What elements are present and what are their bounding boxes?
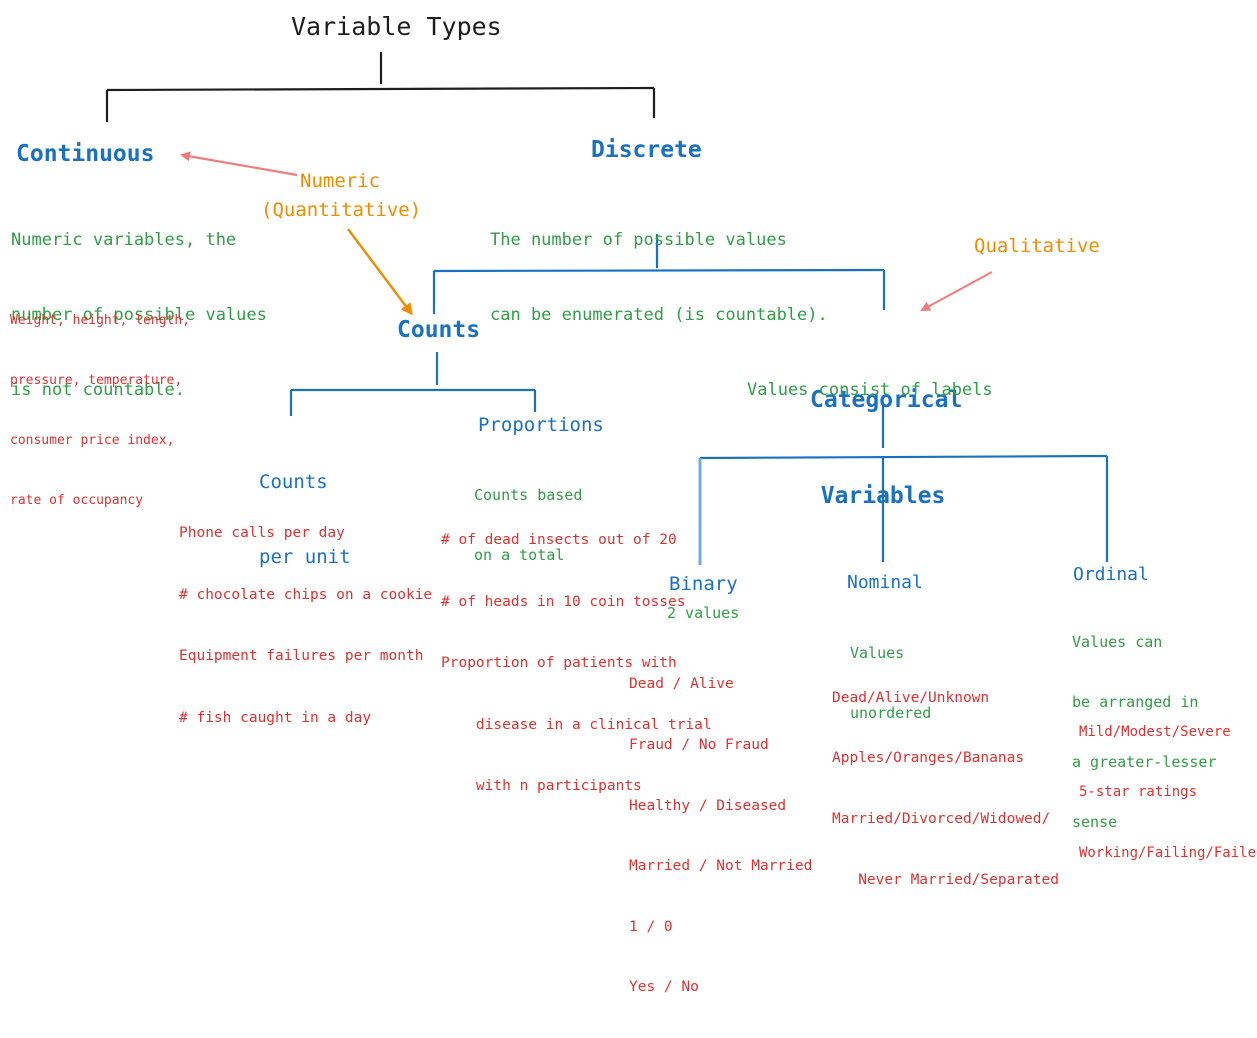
example-item: disease in a clinical trial — [441, 716, 712, 733]
example-item: Yes / No — [629, 979, 699, 996]
nominal-examples: Dead/Alive/Unknown Apples/Oranges/Banana… — [832, 647, 1059, 931]
example-item: Proportion of patients with — [441, 655, 677, 671]
ordinal-description-line: be arranged in — [1072, 693, 1199, 711]
proportions-description: Counts based on a total — [474, 445, 582, 605]
example-item: # of dead insects out of 20 — [441, 532, 677, 548]
counts-heading: Counts — [397, 317, 481, 343]
example-item: 5-star ratings — [1079, 784, 1198, 801]
continuous-heading: Continuous — [16, 141, 155, 167]
diagram-title: Variable Types — [291, 12, 502, 41]
categorical-heading-line: Categorical — [810, 387, 963, 413]
root-branch-lines — [105, 52, 656, 122]
binary-examples: Dead / Alive Fraud / No Fraud Healthy / … — [629, 634, 812, 1038]
qualitative-label: Qualitative — [974, 235, 1100, 257]
example-item: Healthy / Diseased — [629, 797, 787, 814]
example-item: Phone calls per day — [179, 525, 345, 541]
variable-types-diagram: Variable Types Continuous Numeric variab… — [10, 12, 1257, 995]
example-item: Married / Not Married — [629, 858, 813, 875]
categorical-heading: Categorical Variables — [810, 320, 963, 576]
example-item: # chocolate chips on a cookie — [179, 586, 433, 603]
example-item: Equipment failures per month — [179, 648, 424, 664]
connector-lines — [105, 52, 1109, 565]
discrete-heading: Discrete — [591, 137, 702, 163]
example-item: Apples/Oranges/Bananas — [832, 750, 1025, 767]
example-item: # fish caught in a day — [179, 709, 372, 726]
example-item: consumer price index, — [10, 433, 175, 448]
example-item: pressure, temperature, — [10, 373, 183, 388]
example-item: Married/Divorced/Widowed/ — [832, 811, 1051, 828]
example-item: Fraud / No Fraud — [629, 737, 769, 754]
discrete-description: The number of possible values can be enu… — [490, 178, 828, 378]
example-item: rate of occupancy — [10, 493, 144, 508]
continuous-description-line: is not countable. — [11, 380, 185, 400]
discrete-branch-lines — [289, 234, 1109, 562]
example-item: Dead/Alive/Unknown — [832, 689, 990, 706]
nominal-description: Values unordered — [850, 603, 931, 763]
nominal-heading: Nominal — [847, 572, 923, 593]
nominal-description-line: Values — [850, 644, 905, 662]
quantitative-label: (Quantitative) — [261, 199, 422, 221]
ordinal-heading: Ordinal — [1073, 564, 1149, 585]
nominal-description-line: unordered — [850, 704, 932, 722]
proportions-heading: Proportions — [478, 414, 604, 436]
discrete-description-line: The number of possible values — [490, 230, 787, 250]
counts-per-unit-heading-line: per unit — [259, 546, 351, 568]
binary-heading: Binary — [669, 573, 738, 595]
example-item: Working/Failing/Failed — [1079, 845, 1257, 862]
numeric-to-continuous-arrow — [180, 151, 298, 177]
example-item: # of heads in 10 coin tosses — [441, 593, 686, 610]
qualitative-to-categorical-arrow — [920, 271, 993, 311]
counts-per-unit-heading: Counts per unit — [259, 420, 351, 620]
example-item: 1 / 0 — [629, 918, 673, 935]
example-item: Dead / Alive — [629, 676, 734, 693]
binary-description: 2 values — [667, 604, 740, 622]
continuous-description-line: Numeric variables, the — [11, 230, 237, 250]
categorical-heading-line: Variables — [820, 483, 946, 509]
continuous-description-line: number of possible values — [11, 305, 267, 325]
proportions-description-line: on a total — [474, 546, 565, 564]
proportions-description-line: Counts based — [474, 486, 583, 504]
discrete-description-line: can be enumerated (is countable). — [490, 305, 828, 325]
counts-per-unit-examples: Phone calls per day # chocolate chips on… — [179, 482, 432, 769]
counts-per-unit-heading-line: Counts — [259, 471, 328, 493]
continuous-examples: Weight, height, length, pressure, temper… — [10, 271, 190, 551]
example-item: Weight, height, length, — [10, 313, 191, 328]
example-item: Never Married/Separated — [832, 872, 1059, 889]
continuous-description: Numeric variables, the number of possibl… — [11, 178, 267, 453]
numeric-label: Numeric — [300, 170, 381, 192]
ordinal-description-line: Values can — [1072, 633, 1163, 651]
ordinal-examples: Mild/Modest/Severe 5-star ratings Workin… — [1079, 681, 1257, 904]
example-item: Mild/Modest/Severe — [1079, 723, 1231, 740]
categorical-description: Values consist of labels — [747, 380, 993, 400]
numeric-to-counts-arrow — [347, 228, 413, 316]
